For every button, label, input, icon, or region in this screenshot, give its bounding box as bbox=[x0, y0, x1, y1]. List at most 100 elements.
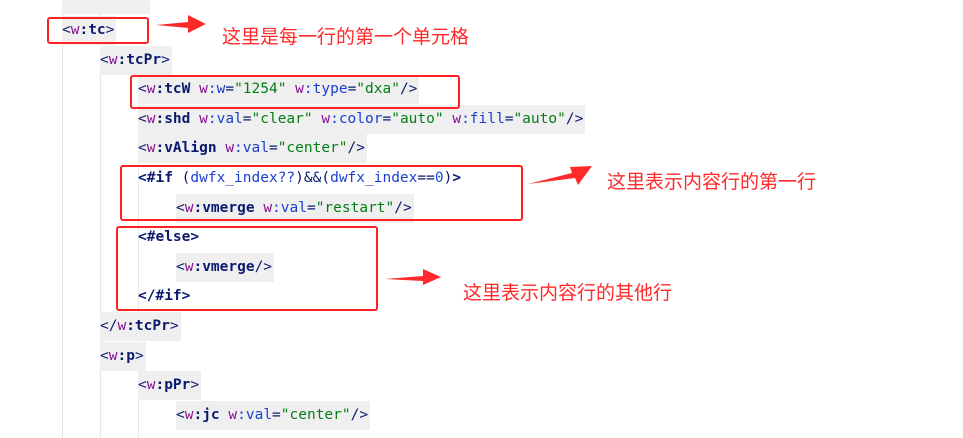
code-token: w bbox=[199, 81, 208, 98]
code-line[interactable]: <w:vAlign w:val="center"/> bbox=[138, 134, 368, 164]
code-token: < bbox=[138, 377, 147, 394]
code-token: :tc bbox=[79, 22, 106, 38]
code-token: > bbox=[161, 51, 170, 68]
code-token: :tcPr bbox=[126, 318, 170, 334]
code-token: <#if bbox=[138, 170, 182, 186]
partial-line bbox=[62, 0, 150, 14]
code-token: </#if> bbox=[138, 288, 191, 305]
code-token: > bbox=[190, 377, 200, 394]
code-token: :val bbox=[207, 110, 243, 127]
code-token: :shd bbox=[155, 110, 200, 127]
code-token: :tcW bbox=[155, 81, 200, 98]
code-token: w bbox=[184, 258, 194, 275]
code-token: :pPr bbox=[155, 377, 191, 394]
code-token: > bbox=[105, 22, 115, 38]
code-token: w bbox=[108, 51, 118, 68]
code-line[interactable]: </#if> bbox=[138, 282, 192, 311]
code-token: <#else> bbox=[138, 229, 200, 246]
code-token: :val bbox=[234, 140, 269, 157]
code-token: "center" bbox=[280, 406, 351, 423]
code-token: "auto" bbox=[513, 110, 566, 127]
arrow-icon bbox=[385, 269, 441, 285]
code-token: w bbox=[295, 81, 304, 98]
code-token: /> bbox=[565, 110, 584, 127]
code-token: "clear" bbox=[251, 110, 322, 127]
code-token: ( bbox=[181, 170, 191, 186]
code-token: :vmerge bbox=[193, 199, 264, 216]
code-token: = bbox=[347, 81, 357, 98]
code-line[interactable]: <w:p> bbox=[100, 341, 146, 371]
code-line[interactable]: <w:vmerge w:val="restart"/> bbox=[176, 193, 414, 223]
code-token: w bbox=[108, 347, 118, 364]
code-line[interactable]: </w:tcPr> bbox=[100, 312, 181, 341]
code-token: w bbox=[452, 110, 462, 127]
arrow-icon bbox=[528, 166, 592, 185]
code-token: > bbox=[169, 318, 179, 334]
highlight-box-tcw bbox=[130, 75, 460, 109]
code-token: < bbox=[176, 406, 185, 423]
code-token: w bbox=[321, 110, 331, 127]
annotation-other-rows: 这里表示内容行的其他行 bbox=[463, 282, 673, 304]
code-line[interactable]: <w:jc w:val="center"/> bbox=[176, 400, 371, 430]
indent-guide bbox=[62, 0, 63, 438]
code-token: /> bbox=[394, 199, 412, 216]
code-token: 0 bbox=[434, 170, 444, 186]
highlight-box-if bbox=[120, 165, 523, 221]
code-token: w bbox=[146, 110, 156, 127]
code-token: = bbox=[306, 199, 316, 216]
indent-guide bbox=[100, 0, 101, 438]
code-line[interactable]: <#if (dwfx_index??)&&(dwfx_index==0)> bbox=[138, 164, 463, 193]
code-token: w bbox=[263, 199, 273, 216]
highlight-box-tc bbox=[47, 17, 149, 44]
code-token: w bbox=[184, 406, 194, 423]
code-line[interactable]: <w:tcW w:w="1254" w:type="dxa"/> bbox=[138, 75, 420, 105]
code-token: w bbox=[146, 81, 156, 98]
code-token: :w bbox=[207, 81, 226, 98]
code-token: w bbox=[117, 318, 127, 334]
code-line[interactable]: <#else> bbox=[138, 223, 201, 252]
code-token: = bbox=[225, 81, 235, 98]
code-token: w bbox=[146, 140, 156, 157]
code-token: dwfx_index bbox=[190, 170, 278, 186]
code-token: :vAlign bbox=[155, 140, 226, 157]
code-line[interactable]: <w:tcPr> bbox=[100, 45, 172, 75]
code-token: < bbox=[100, 51, 109, 68]
code-token: /> bbox=[399, 81, 418, 98]
code-token: "dxa" bbox=[356, 81, 400, 98]
code-token: < bbox=[100, 347, 109, 364]
code-token: :color bbox=[330, 110, 383, 127]
code-token: :fill bbox=[461, 110, 505, 127]
code-line[interactable]: <w:tc> bbox=[62, 16, 117, 45]
code-token: "restart" bbox=[315, 199, 395, 216]
code-token: = bbox=[268, 140, 278, 157]
code-token: w bbox=[199, 110, 208, 127]
code-token: < bbox=[138, 110, 147, 127]
code-token: = bbox=[504, 110, 514, 127]
code-token: > bbox=[452, 170, 462, 186]
code-token: < bbox=[138, 81, 147, 98]
code-token: = bbox=[242, 110, 252, 127]
code-token: < bbox=[138, 140, 147, 157]
annotation-first-cell: 这里是每一行的第一个单元格 bbox=[222, 26, 470, 48]
code-token: :p bbox=[117, 347, 135, 364]
code-token: == bbox=[417, 170, 435, 186]
code-line[interactable]: <w:pPr> bbox=[138, 371, 202, 401]
code-token: </ bbox=[100, 318, 118, 334]
code-token: > bbox=[134, 347, 144, 364]
code-token: dwfx_index bbox=[330, 170, 418, 186]
code-token: = bbox=[382, 110, 392, 127]
code-token: w bbox=[225, 140, 235, 157]
code-line[interactable]: <w:vmerge/> bbox=[176, 252, 275, 282]
code-token: )&&( bbox=[295, 170, 331, 186]
code-token: ?? bbox=[277, 170, 296, 186]
indent-guide bbox=[138, 252, 139, 283]
code-token: < bbox=[176, 258, 185, 275]
code-token: "center" bbox=[277, 140, 348, 157]
code-token: "1254" bbox=[234, 81, 296, 98]
code-token: < bbox=[62, 22, 71, 38]
code-line[interactable]: <w:shd w:val="clear" w:color="auto" w:fi… bbox=[138, 104, 586, 134]
code-token: w bbox=[184, 199, 194, 216]
code-token: /> bbox=[254, 258, 273, 275]
code-token: :vmerge bbox=[193, 258, 255, 275]
highlight-box-else bbox=[116, 226, 378, 311]
